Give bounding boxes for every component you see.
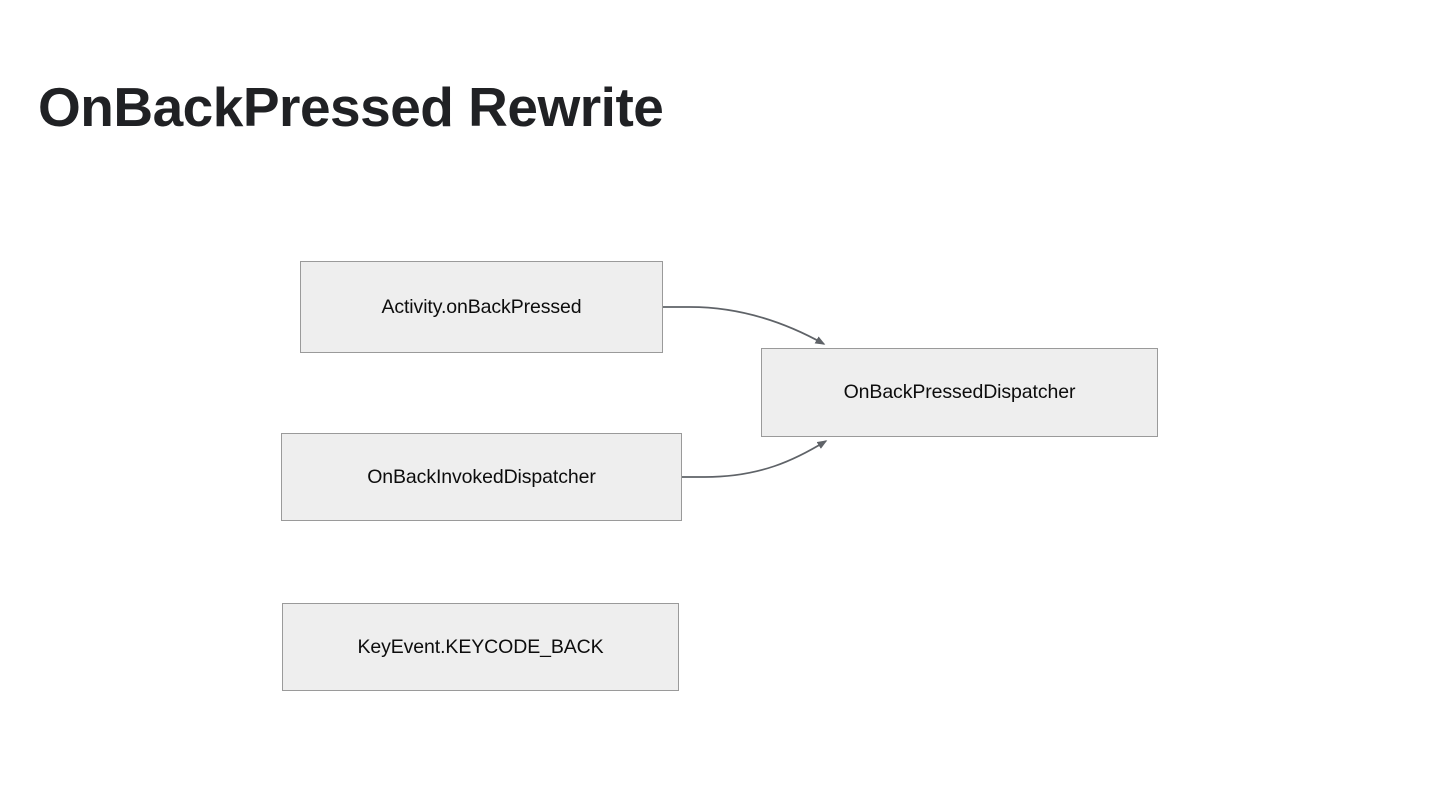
node-label: OnBackInvokedDispatcher	[367, 465, 596, 488]
node-keyevent-keycode-back: KeyEvent.KEYCODE_BACK	[282, 603, 679, 691]
page-title: OnBackPressed Rewrite	[38, 76, 664, 138]
node-label: OnBackPressedDispatcher	[843, 381, 1076, 403]
node-label: Activity.onBackPressed	[381, 295, 582, 318]
edge-activity-to-dispatcher	[663, 306, 826, 345]
node-onbackpresseddispatcher: OnBackPressedDispatcher	[761, 348, 1158, 437]
node-activity-onbackpressed: Activity.onBackPressed	[300, 261, 663, 353]
edge-invoked-to-dispatcher	[682, 440, 828, 478]
node-onbackinvokeddispatcher: OnBackInvokedDispatcher	[281, 433, 682, 521]
node-label: KeyEvent.KEYCODE_BACK	[357, 635, 604, 658]
